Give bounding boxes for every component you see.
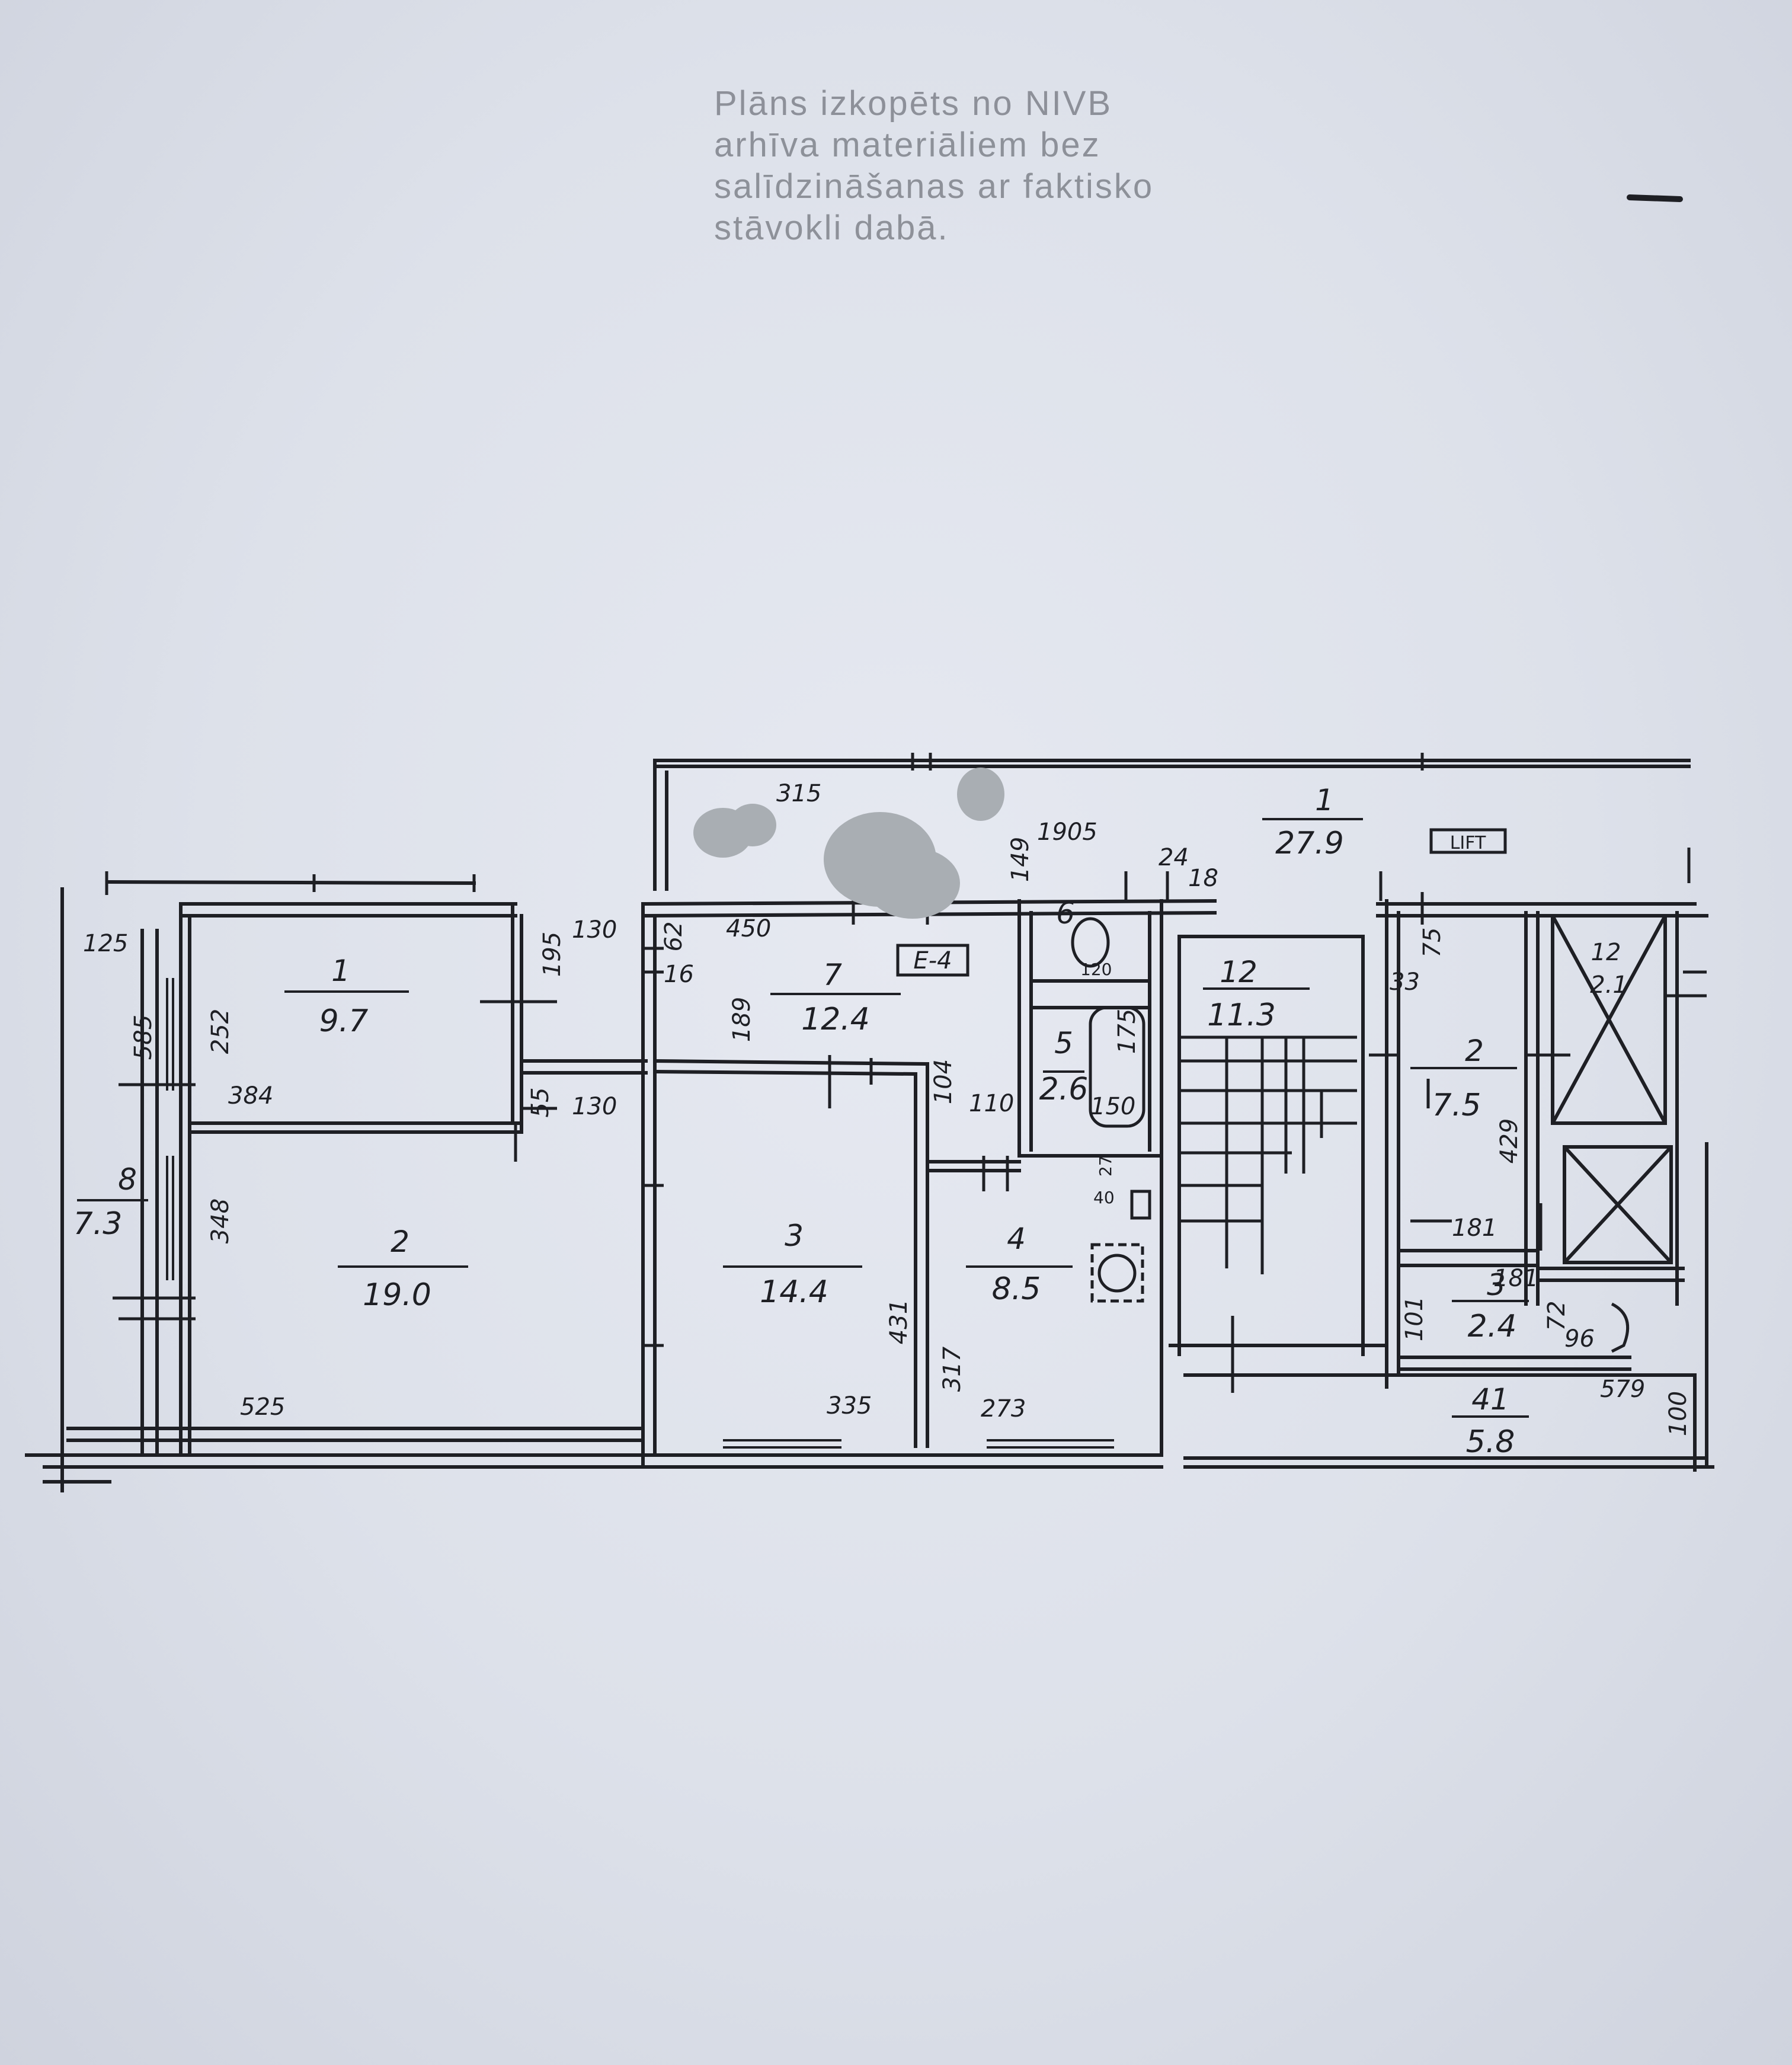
room-area: 14.4 xyxy=(760,1274,828,1310)
toilet-icon xyxy=(1071,917,1110,968)
windows xyxy=(166,978,1114,1456)
dimension-label: 585 xyxy=(130,1015,157,1060)
room-area: 2.1 xyxy=(1590,971,1628,999)
room-area: 7.5 xyxy=(1432,1088,1481,1123)
stamp-line: Plāns izkopēts no NIVB xyxy=(714,84,1113,123)
dimension-label: 315 xyxy=(776,780,821,807)
dimension-label: 150 xyxy=(1090,1093,1135,1120)
lift-tag: LIFT xyxy=(1450,833,1486,854)
stamp-line: salīdzināšanas ar faktisko xyxy=(714,167,1154,206)
dimension-label: 104 xyxy=(930,1059,957,1104)
dimension-label: 181 xyxy=(1493,1265,1538,1292)
dimension-label: 125 xyxy=(83,930,128,957)
room-number: 12 xyxy=(1591,939,1621,966)
room-area: 8.5 xyxy=(992,1271,1041,1307)
elevator-shafts xyxy=(1551,914,1673,1264)
staircase xyxy=(1179,1035,1357,1274)
dimension-label: 62 xyxy=(660,922,687,952)
dimension-labels: 125 585 252 384 348 525 130 195 55 130 6… xyxy=(83,780,1692,1436)
bathtub-icon xyxy=(1089,1006,1145,1128)
archive-stamp: Plāns izkopēts no NIVB arhīva materiālie… xyxy=(714,83,1188,249)
sink-icon xyxy=(1130,1190,1151,1220)
dimension-label: 96 xyxy=(1564,1325,1595,1353)
room-number: 6 xyxy=(1056,896,1075,931)
room-area: 5.8 xyxy=(1466,1424,1515,1460)
room-number: 1 xyxy=(1315,783,1334,817)
dimension-label: 110 xyxy=(969,1090,1014,1117)
room-number: 4 xyxy=(1007,1222,1026,1256)
door-swing xyxy=(1611,1302,1630,1353)
dimension-label: 120 xyxy=(1080,960,1112,979)
dimension-label: 450 xyxy=(726,915,771,942)
dimension-label: 431 xyxy=(885,1299,913,1344)
room-number: 3 xyxy=(1487,1268,1506,1302)
dimension-label: 195 xyxy=(539,932,566,977)
dimension-label: 189 xyxy=(728,997,756,1042)
room-number: 3 xyxy=(785,1219,804,1253)
room-area: 19.0 xyxy=(363,1277,431,1313)
room-number: 5 xyxy=(1054,1026,1073,1060)
room-number: 41 xyxy=(1471,1382,1509,1417)
dimension-label: 130 xyxy=(572,1093,617,1120)
stove-burner-icon xyxy=(1097,1254,1137,1293)
room-labels: 1 9.7 2 19.0 3 14.4 4 8.5 5 2.6 6 7 12.4… xyxy=(73,783,1628,1460)
room-area: 2.6 xyxy=(1039,1072,1089,1107)
dimension-label: 18 xyxy=(1188,865,1218,892)
redaction-marks xyxy=(693,768,1004,919)
dimension-label: 579 xyxy=(1600,1376,1645,1403)
dimension-label: 149 xyxy=(1007,837,1034,882)
dimension-label: 335 xyxy=(827,1392,872,1420)
dimension-label: 429 xyxy=(1496,1118,1523,1163)
dimension-label: 24 xyxy=(1159,844,1189,871)
dimension-label: 348 xyxy=(207,1198,234,1244)
dimension-label: 181 xyxy=(1452,1214,1497,1242)
dimension-label: 525 xyxy=(240,1393,285,1421)
dimension-label: 16 xyxy=(664,961,694,988)
dimension-label: 1905 xyxy=(1037,819,1097,846)
stamp-line: arhīva materiāliem bez xyxy=(714,126,1101,164)
room-area: 12.4 xyxy=(801,1002,870,1037)
dimension-label: 33 xyxy=(1390,968,1420,996)
kitchen-tag: E-4 xyxy=(913,947,952,974)
dimension-label: 55 xyxy=(527,1088,554,1118)
room-number: 12 xyxy=(1220,955,1257,989)
dimension-label: 130 xyxy=(572,916,617,944)
dimension-label: 72 xyxy=(1543,1301,1570,1331)
dimension-label: 252 xyxy=(207,1009,234,1054)
dimension-label: 27 xyxy=(1096,1155,1115,1177)
room-area: 27.9 xyxy=(1275,826,1344,861)
room-number: 2 xyxy=(391,1225,409,1259)
stamp-line: stāvokli dabā. xyxy=(714,209,949,247)
room-area: 2.4 xyxy=(1468,1309,1517,1344)
fixtures xyxy=(896,828,1630,1353)
room-area: 9.7 xyxy=(319,1003,369,1039)
dimension-label: 100 xyxy=(1665,1391,1692,1436)
kitchen-tag-box xyxy=(896,944,969,977)
area-fraction-bars xyxy=(77,818,1529,1418)
room-number: 7 xyxy=(823,958,842,992)
dimension-label: 273 xyxy=(981,1395,1026,1423)
room-number: 2 xyxy=(1465,1034,1484,1068)
stove-icon xyxy=(1090,1243,1144,1303)
dimension-label: 384 xyxy=(228,1082,273,1110)
pen-mark xyxy=(1627,194,1683,202)
room-area: 7.3 xyxy=(73,1206,123,1242)
room-number: 1 xyxy=(331,954,350,988)
room-number: 8 xyxy=(118,1162,137,1197)
room-area: 11.3 xyxy=(1207,998,1276,1033)
dimension-label: 317 xyxy=(939,1346,966,1392)
dimension-label: 175 xyxy=(1113,1009,1141,1054)
dimension-label: 101 xyxy=(1401,1296,1428,1341)
lift-tag-box xyxy=(1429,828,1507,854)
dimension-label: 75 xyxy=(1419,928,1446,958)
dimension-label: 40 xyxy=(1093,1188,1115,1207)
